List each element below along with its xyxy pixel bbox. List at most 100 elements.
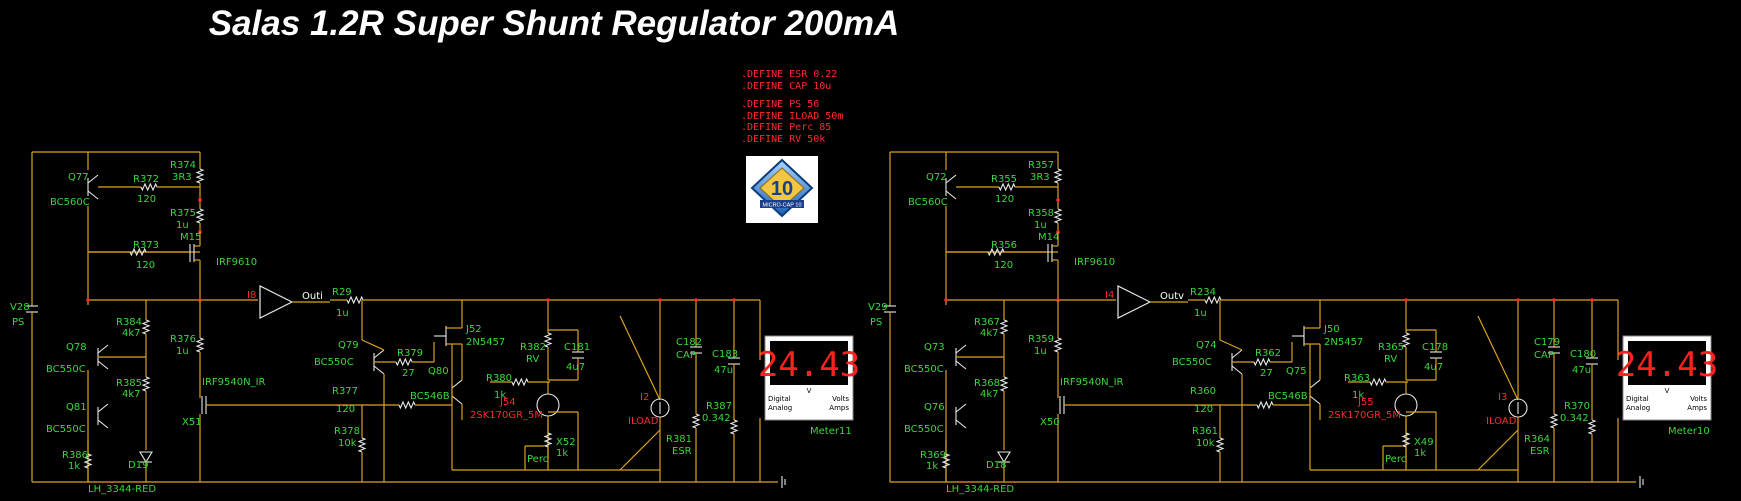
r-name: R374 <box>170 160 196 171</box>
c-value: 4u7 <box>1424 362 1443 373</box>
r-name: R370 <box>1564 401 1590 412</box>
amplifier-icon <box>1117 285 1152 319</box>
jfet-a-name: J50 <box>1323 324 1340 335</box>
meter-mode-volts[interactable]: Volts <box>832 395 849 403</box>
resistor-icon <box>941 453 951 469</box>
meter-mode-analog[interactable]: Analog <box>1626 404 1650 412</box>
mosfet-name: X51 <box>182 417 202 428</box>
r-value: 4k7 <box>980 389 999 400</box>
diagram-title: Salas 1.2R Super Shunt Regulator 200mA <box>208 4 900 43</box>
r-name: R362 <box>1255 348 1281 359</box>
meter-display: 24.43 <box>1616 345 1718 385</box>
r-value: 0.342 <box>1560 413 1589 424</box>
node-dot <box>658 298 662 302</box>
q-80-model: BC546B <box>410 391 450 402</box>
isrc-name: I2 <box>640 392 649 403</box>
r-value: RV <box>1384 354 1397 365</box>
jfet-b-name: J54 <box>499 397 516 408</box>
q-right-name: Q79 <box>338 340 359 351</box>
r-name: R372 <box>133 174 159 185</box>
r-name: R234 <box>1190 287 1216 298</box>
q-low-name: Q81 <box>66 402 87 413</box>
resistor-icon <box>141 376 151 392</box>
r-name: R365 <box>1378 342 1404 353</box>
resistor-icon <box>357 437 367 453</box>
mosfet-model: IRF9610 <box>216 257 257 268</box>
pot-value: 1k <box>1414 448 1426 459</box>
r-value: 120 <box>136 260 155 271</box>
meter-mode-digital[interactable]: Digital <box>768 395 791 403</box>
vsource-name: V28 <box>10 302 30 313</box>
q-right-model: BC550C <box>314 357 354 368</box>
wire <box>361 339 385 351</box>
meter-mode-amps[interactable]: Amps <box>1687 404 1707 412</box>
meter-name: Meter11 <box>810 426 852 437</box>
node-dot <box>1404 298 1408 302</box>
node-dot <box>1056 198 1060 202</box>
vsource-value: PS <box>12 317 24 328</box>
resistor-icon <box>83 453 93 469</box>
jfet-a-name: J52 <box>465 324 482 335</box>
vsource-name: V29 <box>868 302 888 313</box>
jfet-b-model: 2SK170GR_5M <box>1328 410 1401 421</box>
wire <box>945 174 957 184</box>
c-name: C178 <box>1422 342 1448 353</box>
isrc-value: ILOAD <box>1486 416 1517 427</box>
r-value: 1u <box>1034 220 1047 231</box>
wire <box>451 379 463 389</box>
resistor-icon <box>1369 377 1387 387</box>
q-top-name: Q72 <box>926 172 947 183</box>
meter-mode-analog[interactable]: Analog <box>768 404 792 412</box>
resistor-icon <box>691 413 701 429</box>
q-80-name: Q75 <box>1286 366 1307 377</box>
r-name: R369 <box>920 450 946 461</box>
meter-mode-digital[interactable]: Digital <box>1626 395 1649 403</box>
resistor-icon <box>140 182 158 192</box>
wire <box>373 349 385 359</box>
resistor-icon <box>195 208 205 224</box>
r-name: R377 <box>332 386 358 397</box>
meter-mode-volts[interactable]: Volts <box>1690 395 1707 403</box>
r-name: R384 <box>116 317 142 328</box>
wire <box>1231 349 1243 359</box>
r-value: 1k <box>926 461 938 472</box>
node-dot <box>694 298 698 302</box>
pot-perc: Perc <box>527 454 548 465</box>
diode-name: D18 <box>986 460 1006 471</box>
resistor-icon <box>998 182 1016 192</box>
mosfet-model: IRF9540N_IR <box>1060 377 1124 388</box>
resistor-icon <box>1401 332 1411 348</box>
wire <box>373 365 385 375</box>
resistor-icon <box>511 377 529 387</box>
circuit-1: V28PSQ77BC560CR372120R3743R3R3751uM15R37… <box>10 151 860 495</box>
node-dot <box>732 298 736 302</box>
q-top-model: BC560C <box>908 197 948 208</box>
meter-mode-amps[interactable]: Amps <box>829 404 849 412</box>
resistor-icon <box>543 432 553 448</box>
pot-value: 1k <box>556 448 568 459</box>
pot-name: X49 <box>1414 437 1434 448</box>
wire <box>945 190 957 200</box>
r-name: R376 <box>170 334 196 345</box>
q-mid-name: Q78 <box>66 342 87 353</box>
jfet-a-model: 2N5457 <box>466 337 505 348</box>
resistor-icon <box>1053 168 1063 184</box>
node-dot <box>546 298 550 302</box>
resistor-icon <box>398 400 416 410</box>
resistor-icon <box>1215 437 1225 453</box>
pot-perc: Perc <box>1385 454 1406 465</box>
c-value: CAP <box>1534 350 1554 361</box>
r-value: 1k <box>68 461 80 472</box>
r-name: R387 <box>706 401 732 412</box>
mosfet-model: IRF9610 <box>1074 257 1115 268</box>
resistor-icon <box>1401 432 1411 448</box>
wire <box>619 429 661 471</box>
r-name: R367 <box>974 317 1000 328</box>
c-name: C181 <box>564 342 590 353</box>
r-value: 120 <box>994 260 1013 271</box>
pot-name: X52 <box>556 437 576 448</box>
c-name: C180 <box>1570 349 1596 360</box>
